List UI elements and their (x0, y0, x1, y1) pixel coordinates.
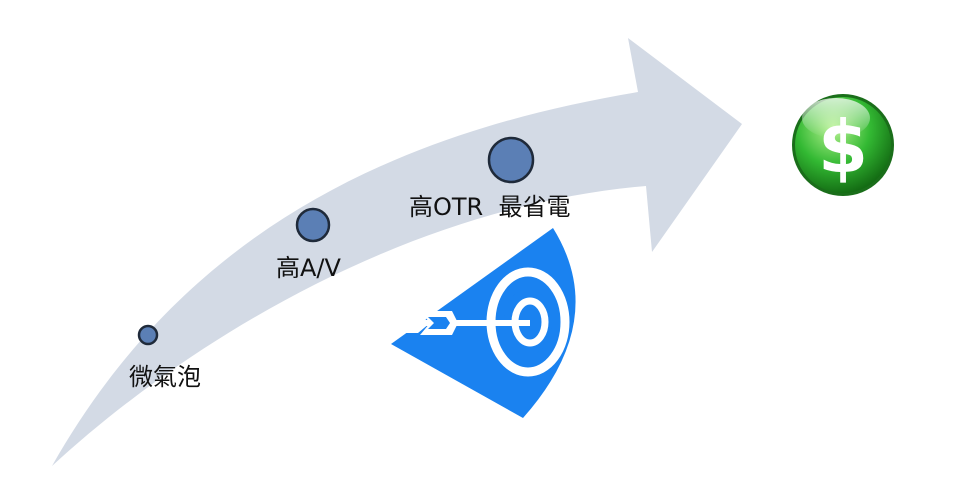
stage-label-high-av: 高A/V (276, 254, 341, 282)
stage-label-high-otr: 高OTR 最省電 (409, 193, 571, 221)
stage-label-microbubble: 微氣泡 (129, 363, 201, 391)
stage-marker-high-av (295, 207, 331, 243)
svg-text:$: $ (818, 105, 868, 189)
target-with-arrow-icon (391, 228, 576, 418)
stage-marker-microbubble (137, 324, 159, 346)
stage-marker-high-otr (487, 136, 535, 184)
growth-arrow (52, 38, 742, 466)
dollar-sign-icon: $ (792, 94, 894, 196)
